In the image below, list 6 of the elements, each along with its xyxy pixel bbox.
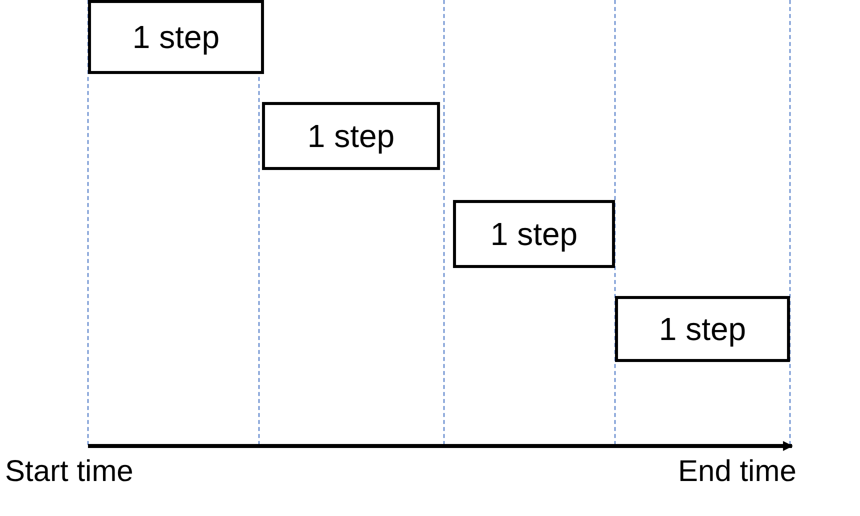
start-label: Start time bbox=[5, 455, 134, 489]
step-box: 1 step bbox=[615, 296, 790, 362]
end-label: End time bbox=[678, 455, 796, 489]
step-box: 1 step bbox=[262, 102, 440, 170]
step-box: 1 step bbox=[453, 200, 615, 268]
step-box: 1 step bbox=[88, 0, 264, 74]
